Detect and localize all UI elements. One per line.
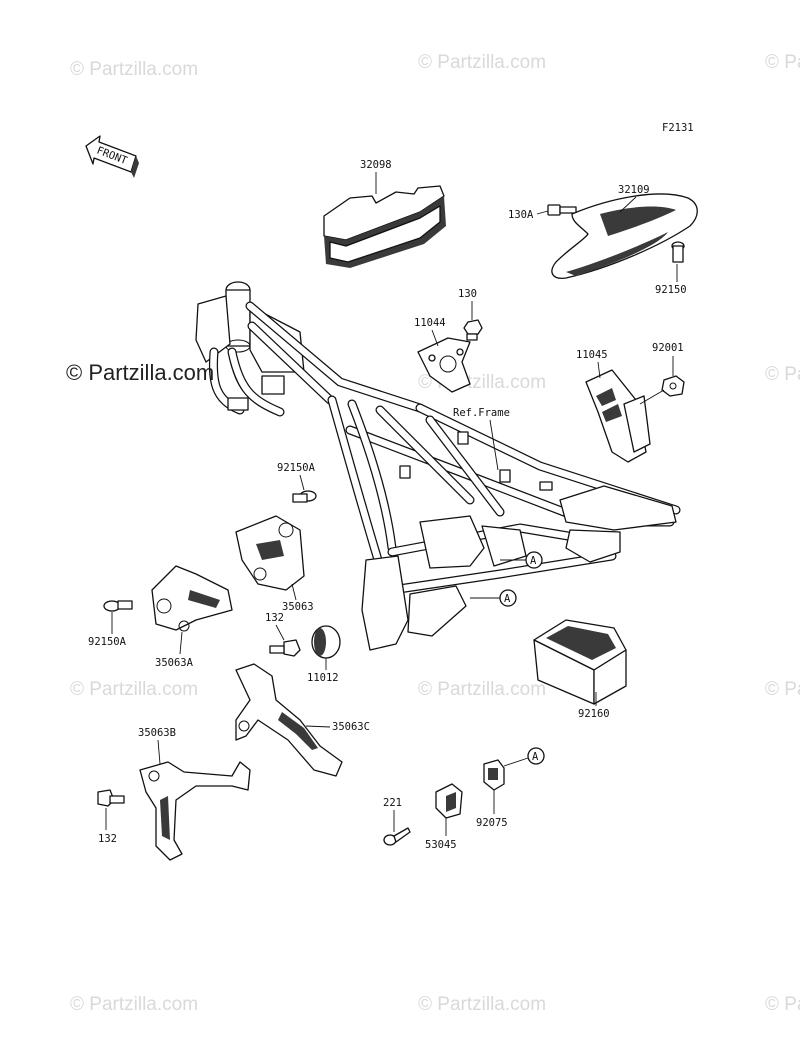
marker-A2: A xyxy=(499,589,517,607)
part-132-bolt-mid xyxy=(269,639,301,657)
part-35063C-bracket xyxy=(235,663,343,777)
callout-221: 221 xyxy=(383,797,402,809)
part-11045-bracket xyxy=(585,369,651,463)
part-92160-case xyxy=(533,619,627,705)
marker-A1: A xyxy=(525,551,543,569)
part-130-bolt xyxy=(463,319,483,341)
callout-32109: 32109 xyxy=(618,184,650,196)
part-32098-cover xyxy=(323,185,446,268)
watermark: © Partzilla.com xyxy=(70,994,198,1015)
callout-11044: 11044 xyxy=(414,317,446,329)
part-92075-band xyxy=(483,759,505,791)
callout-92150A-top: 92150A xyxy=(277,462,316,474)
marker-A1-label: A xyxy=(530,555,537,567)
main-frame xyxy=(195,281,681,651)
watermark: © Partzilla.com xyxy=(765,52,800,73)
watermark: © Partzilla.com xyxy=(418,679,546,700)
callout-130: 130 xyxy=(458,288,477,300)
callout-92150A-left: 92150A xyxy=(88,636,127,648)
part-35063B-bracket xyxy=(139,761,251,861)
callout-92001: 92001 xyxy=(652,342,684,354)
callout-92150: 92150 xyxy=(655,284,687,296)
watermark: © Partzilla.com xyxy=(765,364,800,385)
part-92150A-bolt-top xyxy=(292,490,317,503)
part-11044-bracket xyxy=(417,337,471,393)
watermark: © Partzilla.com xyxy=(70,679,198,700)
callout-92075: 92075 xyxy=(476,817,508,829)
figure-code: F2131 xyxy=(662,122,694,134)
callout-32098: 32098 xyxy=(360,159,392,171)
watermark: © Partzilla.com xyxy=(418,994,546,1015)
part-11012-cap xyxy=(311,625,341,659)
callout-132-bottom: 132 xyxy=(98,833,117,845)
front-arrow-icon: FRONT xyxy=(85,135,139,178)
callout-ref-frame: Ref.Frame xyxy=(453,407,510,419)
marker-A2-label: A xyxy=(504,593,511,605)
part-130A-bolt xyxy=(547,204,577,216)
part-32109-guard xyxy=(551,193,698,279)
callout-92160: 92160 xyxy=(578,708,610,720)
watermark: © Partzilla.com xyxy=(765,679,800,700)
callout-11012: 11012 xyxy=(307,672,339,684)
watermark-large: © Partzilla.com xyxy=(66,360,214,385)
part-92150-bolt xyxy=(671,241,685,263)
watermark: © Partzilla.com xyxy=(765,994,800,1015)
marker-A3-label: A xyxy=(532,751,539,763)
callout-11045: 11045 xyxy=(576,349,608,361)
callout-35063B: 35063B xyxy=(138,727,176,739)
part-53045-clamp xyxy=(435,783,463,819)
callout-35063: 35063 xyxy=(282,601,314,613)
part-132-bolt-bottom xyxy=(97,789,125,807)
part-35063-plate xyxy=(235,515,305,591)
marker-A3: A xyxy=(527,747,545,765)
watermark: © Partzilla.com xyxy=(418,52,546,73)
callout-132-mid: 132 xyxy=(265,612,284,624)
callout-53045: 53045 xyxy=(425,839,457,851)
part-35063A-plate xyxy=(151,565,233,632)
callout-130A: 130A xyxy=(508,209,534,221)
part-92001-nut xyxy=(661,375,685,397)
callout-35063A: 35063A xyxy=(155,657,194,669)
callout-35063C: 35063C xyxy=(332,721,370,733)
watermark: © Partzilla.com xyxy=(70,59,198,80)
part-92150A-bolt-left xyxy=(103,600,133,612)
part-221-screw xyxy=(383,827,411,846)
